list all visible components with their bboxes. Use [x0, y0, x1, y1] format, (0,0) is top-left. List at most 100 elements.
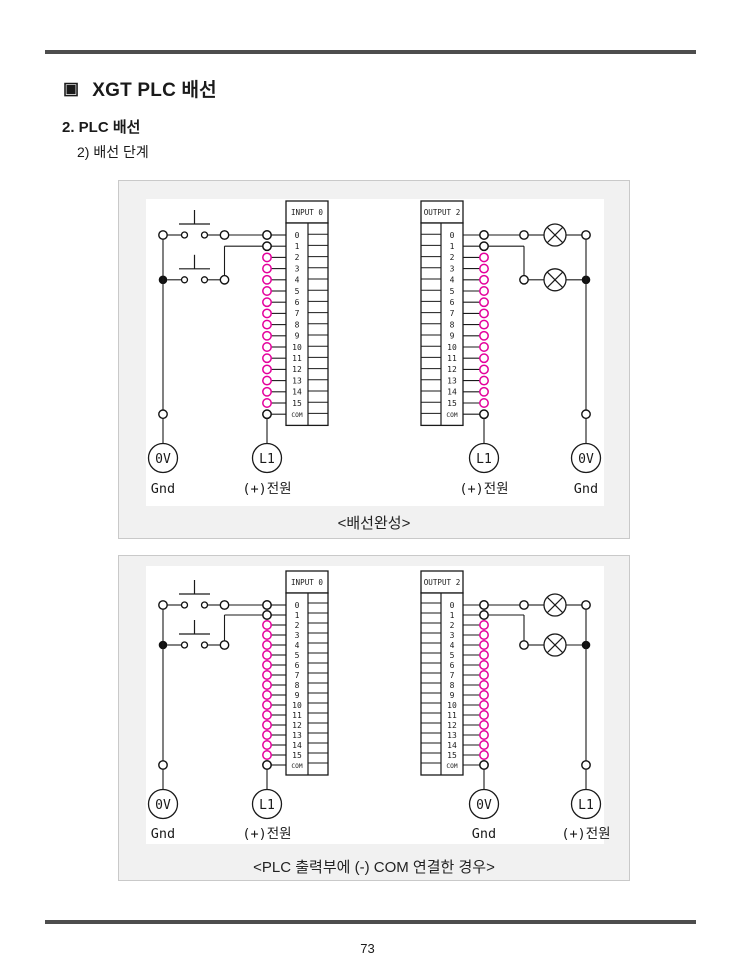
terminal-circle-unwired — [262, 700, 272, 710]
rail-terminal-circle — [158, 760, 168, 770]
terminal-circle-unwired — [262, 364, 272, 375]
contact-circle — [200, 276, 209, 284]
terminal-circle-wired — [262, 600, 272, 610]
diagram-text: 1 — [450, 242, 455, 251]
terminal-circle-unwired — [262, 680, 272, 690]
terminal-circle-unwired — [479, 650, 489, 660]
terminal-circle-wired — [479, 610, 489, 620]
diagram-text: Gnd — [151, 481, 175, 497]
diagram-text: INPUT 0 — [291, 578, 323, 587]
diagram-text: 10 — [447, 701, 457, 710]
terminal-circle-unwired — [479, 398, 489, 408]
diagram-text: 13 — [292, 731, 302, 740]
diagram-text: 6 — [295, 661, 300, 670]
contact-circle — [180, 231, 189, 239]
terminal-circle-unwired — [479, 297, 489, 308]
terminal-circle-unwired — [479, 330, 489, 341]
diagram-text: 2 — [450, 621, 455, 630]
pushbutton-switch-1 — [158, 580, 263, 610]
input-power-node: L1(+)전원 — [242, 442, 292, 497]
contact-circle — [180, 601, 189, 609]
diagram-text: 1 — [450, 611, 455, 620]
terminal-circle-unwired — [262, 375, 272, 386]
pushbutton-switch-2 — [158, 245, 263, 285]
diagram-canvas — [146, 199, 604, 506]
diagram-text: 3 — [295, 631, 300, 640]
diagram-text: 13 — [292, 376, 302, 385]
terminal-circle-unwired — [479, 252, 489, 263]
diagram-text: (+)전원 — [459, 481, 508, 497]
diagram-text: 1 — [295, 611, 300, 620]
terminal-circle-unwired — [479, 660, 489, 670]
right-power-rail — [581, 239, 591, 444]
terminal-circle-unwired — [479, 640, 489, 650]
wire-terminal-circle — [519, 640, 529, 650]
terminal-circle-unwired — [479, 700, 489, 710]
diagram-text: 3 — [450, 631, 455, 640]
diagram-text: L1 — [259, 452, 275, 467]
terminal-circle-wired — [262, 610, 272, 620]
diagram-text: 7 — [295, 309, 300, 318]
diagram-text: OUTPUT 2 — [424, 208, 461, 217]
rail-terminal-circle — [158, 230, 168, 240]
diagram-text: OUTPUT 2 — [424, 578, 461, 587]
diagram-text: 11 — [447, 711, 457, 720]
diagram-text: 15 — [447, 399, 457, 408]
diagram-text: COM — [446, 763, 457, 770]
diagram-text: 2 — [450, 253, 455, 262]
diagram-text: 0V — [578, 452, 594, 467]
diagram-text: 3 — [450, 264, 455, 273]
contact-circle — [180, 641, 189, 649]
terminal-circle-unwired — [262, 620, 272, 630]
diagram-text: Gnd — [574, 481, 598, 497]
diagram-text: 5 — [295, 651, 300, 660]
diagram-text: 14 — [292, 741, 302, 750]
diagram-text: 10 — [292, 343, 302, 352]
terminal-circle-unwired — [479, 670, 489, 680]
diagram-text: 4 — [450, 276, 455, 285]
terminal-circle-unwired — [479, 740, 489, 750]
page-title-text: XGT PLC 배선 — [92, 80, 217, 101]
power-node-circle — [147, 788, 179, 820]
rail-terminal-circle — [581, 760, 591, 770]
diagram-text: 9 — [450, 691, 455, 700]
terminal-circle-unwired — [262, 342, 272, 352]
terminal-circle-unwired — [479, 342, 489, 352]
diagram-text: 11 — [292, 711, 302, 720]
terminal-circle-unwired — [479, 319, 489, 330]
terminal-circle-unwired — [262, 710, 272, 720]
terminal-circle-unwired — [262, 720, 272, 730]
terminal-circle-unwired — [262, 670, 272, 680]
contact-circle — [180, 276, 189, 284]
diagram-text: 13 — [447, 376, 457, 385]
diagram-text: 10 — [447, 343, 457, 352]
terminal-circle-unwired — [479, 308, 489, 319]
terminal-circle-unwired — [262, 730, 272, 740]
power-node-circle — [251, 442, 283, 474]
rail-terminal-circle — [158, 600, 168, 610]
diagram-text: 15 — [447, 751, 457, 760]
subsection-heading: 2) 배선 단계 — [77, 144, 149, 160]
terminal-circle-unwired — [262, 263, 272, 274]
diagram-2-caption: <PLC 출력부에 (-) COM 연결한 경우> — [253, 859, 495, 876]
diagram-text: 12 — [292, 721, 302, 730]
diagram-text: 8 — [295, 681, 300, 690]
power-node-circle — [570, 442, 602, 474]
terminal-circle-wired — [262, 409, 272, 420]
terminal-circle-unwired — [479, 730, 489, 740]
square-bullet-icon: ▣ — [63, 79, 80, 98]
terminal-circle-wired — [262, 230, 272, 240]
terminal-circle-unwired — [262, 330, 272, 341]
diagram-text: 0V — [155, 798, 171, 813]
rail-terminal-circle — [581, 409, 591, 420]
diagram-1-caption: <배선완성> — [337, 515, 411, 532]
diagram-text: 0V — [476, 798, 492, 813]
diagram-text: 11 — [447, 354, 457, 363]
terminal-circle-unwired — [262, 660, 272, 670]
diagram-text: 0 — [450, 231, 455, 240]
